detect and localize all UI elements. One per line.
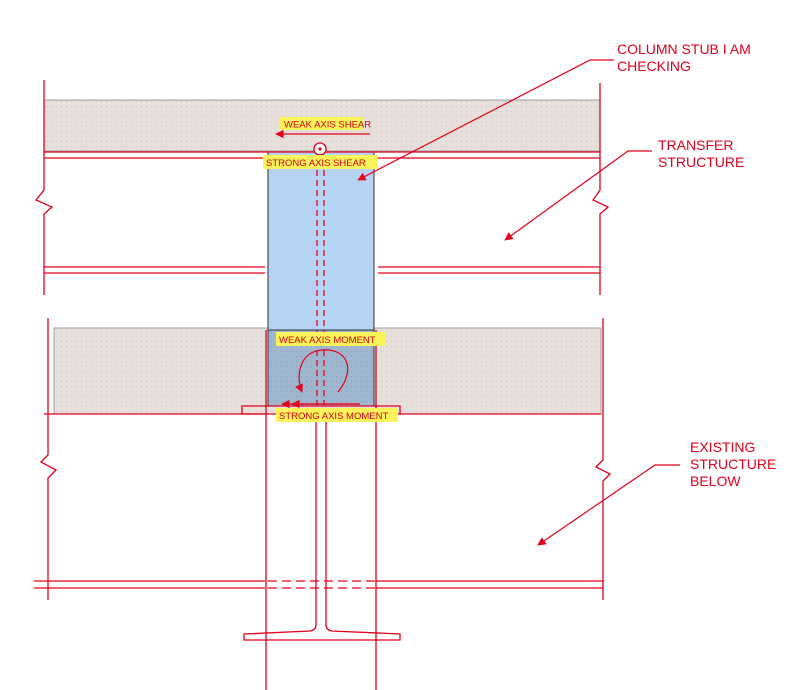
tag-weak-moment: WEAK AXIS MOMENT <box>276 332 386 346</box>
callout-column-stub: COLUMN STUB I AM CHECKING <box>617 41 755 74</box>
steel-column <box>243 414 401 641</box>
tag-strong-shear: STRONG AXIS SHEAR <box>263 155 378 169</box>
column-web-dashed <box>316 160 325 405</box>
strong-shear-symbol <box>313 142 327 156</box>
right-wall-upper <box>592 83 610 295</box>
transfer-beam-bottom <box>44 266 600 274</box>
tag-strong-moment: STRONG AXIS MOMENT <box>276 408 398 422</box>
existing-beam-bottom <box>34 580 603 589</box>
arrow-existing <box>537 464 680 546</box>
callout-existing: EXISTING STRUCTURE BELOW <box>690 439 780 489</box>
column-lines-lower <box>265 330 377 690</box>
svg-text:STRONG AXIS MOMENT: STRONG AXIS MOMENT <box>279 411 388 422</box>
existing-beam-hidden <box>268 580 376 589</box>
arrow-transfer <box>504 150 652 241</box>
arrow-column-stub <box>357 59 614 181</box>
tag-weak-shear: WEAK AXIS SHEAR <box>280 117 371 131</box>
callout-transfer: TRANSFER STRUCTURE <box>658 137 744 170</box>
callout-arrows <box>275 59 680 546</box>
base-plate <box>241 405 401 415</box>
svg-text:STRONG AXIS SHEAR: STRONG AXIS SHEAR <box>266 158 366 169</box>
column-stub <box>267 151 375 331</box>
svg-text:WEAK AXIS MOMENT: WEAK AXIS MOMENT <box>279 335 376 346</box>
svg-text:WEAK AXIS SHEAR: WEAK AXIS SHEAR <box>284 120 371 131</box>
left-wall-lower <box>39 318 58 600</box>
left-wall-upper <box>34 80 54 295</box>
weak-moment-curl <box>295 349 349 393</box>
